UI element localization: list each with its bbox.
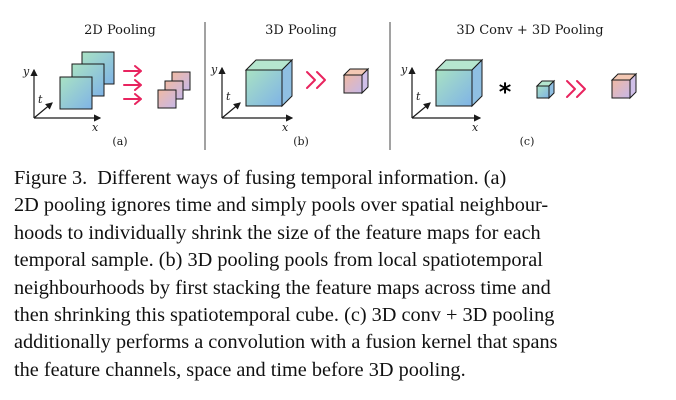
panel-b-title: 3D Pooling: [265, 23, 337, 38]
panel-c: y t x * (c): [400, 58, 638, 148]
panel-c-tag: (c): [520, 135, 535, 148]
caption-line-text: Different ways of fusing temporal inform…: [97, 167, 507, 189]
pooling-arrows-c: [566, 80, 586, 98]
convolution-operator: *: [499, 78, 512, 106]
pooling-arrows-b: [306, 71, 326, 89]
y-axis-label-c: y: [400, 63, 408, 76]
figure-caption: Figure 3. Different ways of fusing tempor…: [14, 165, 664, 384]
fusion-kernel-cube: [535, 79, 556, 100]
figure-diagram: 2D Pooling 3D Pooling 3D Conv + 3D Pooli…: [0, 0, 676, 160]
caption-line: additionally performs a convolution with…: [14, 331, 558, 354]
feature-cube-c: [434, 58, 484, 108]
t-axis-label-a: t: [38, 93, 43, 106]
pooled-map: [157, 89, 177, 109]
caption-line: hoods to individually shrink the size of…: [14, 221, 541, 244]
panel-a: y t x (a): [22, 51, 191, 148]
feature-cube-b: [244, 58, 294, 108]
t-axis-label-b: t: [226, 90, 231, 103]
x-axis-label-b: x: [282, 121, 289, 134]
y-axis-label-a: y: [22, 65, 30, 78]
feature-map: [59, 76, 93, 110]
pooled-cube-c: [610, 72, 638, 100]
axes-a: [30, 68, 102, 122]
figure-label: Figure 3.: [14, 167, 88, 189]
caption-line: temporal sample. (b) 3D pooling pools fr…: [14, 249, 543, 272]
caption-line: 2D pooling ignores time and simply pools…: [14, 194, 549, 217]
panel-b: y t x (b): [210, 58, 370, 148]
panel-a-title: 2D Pooling: [84, 23, 156, 38]
x-axis-label-a: x: [92, 121, 99, 134]
caption-line: the feature channels, space and time bef…: [14, 358, 466, 381]
caption-line: neighbourhoods by first stacking the fea…: [14, 276, 551, 299]
panel-c-title: 3D Conv + 3D Pooling: [456, 23, 603, 38]
panel-b-tag: (b): [293, 135, 309, 148]
panel-a-tag: (a): [112, 135, 127, 148]
y-axis-label-b: y: [210, 63, 218, 76]
caption-line: Figure 3. Different ways of fusing tempor…: [14, 165, 664, 192]
caption-line: then shrinking this spatiotemporal cube.…: [14, 304, 555, 327]
pooled-cube-b: [342, 67, 370, 95]
axes-c: [408, 66, 482, 122]
x-axis-label-c: x: [472, 121, 479, 134]
t-axis-label-c: t: [416, 90, 421, 103]
pooling-arrows-a: [123, 65, 142, 105]
axes-b: [218, 66, 294, 122]
